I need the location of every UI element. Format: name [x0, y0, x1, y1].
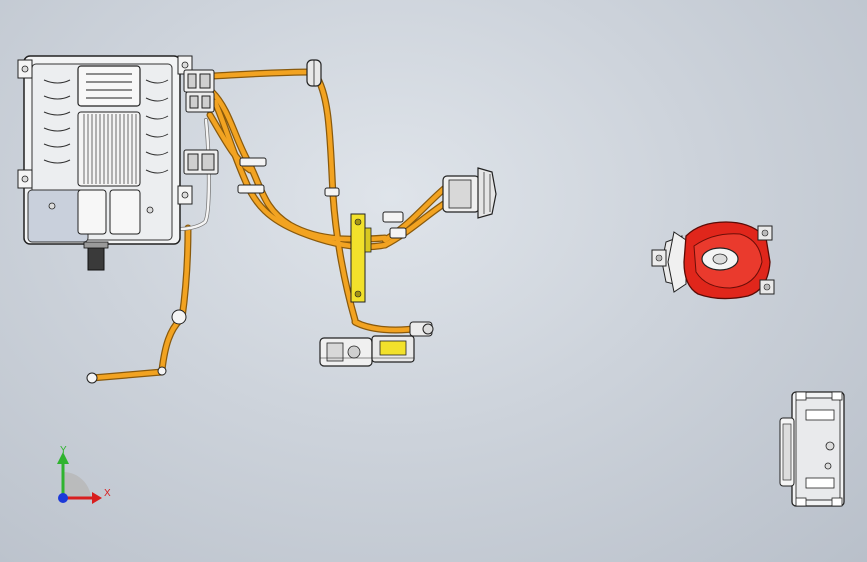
main-controller-unit[interactable]: [17, 55, 193, 271]
y-axis-label: Y: [60, 445, 67, 456]
coordinate-triad: Y X: [57, 445, 111, 504]
triad-plane-indicator: [63, 471, 91, 498]
red-component[interactable]: [651, 221, 775, 300]
z-axis-origin: [58, 493, 68, 503]
yellow-bracket[interactable]: [350, 213, 372, 303]
controller-connectors[interactable]: [183, 69, 219, 175]
y-axis-arrowhead: [57, 452, 69, 464]
x-axis-label: X: [104, 488, 111, 499]
small-connector[interactable]: [409, 321, 434, 337]
lower-component-module[interactable]: [319, 335, 415, 367]
x-axis-arrowhead: [92, 492, 102, 504]
round-connector[interactable]: [442, 167, 497, 219]
ecu-box[interactable]: [779, 391, 845, 507]
grommet[interactable]: [306, 59, 322, 87]
